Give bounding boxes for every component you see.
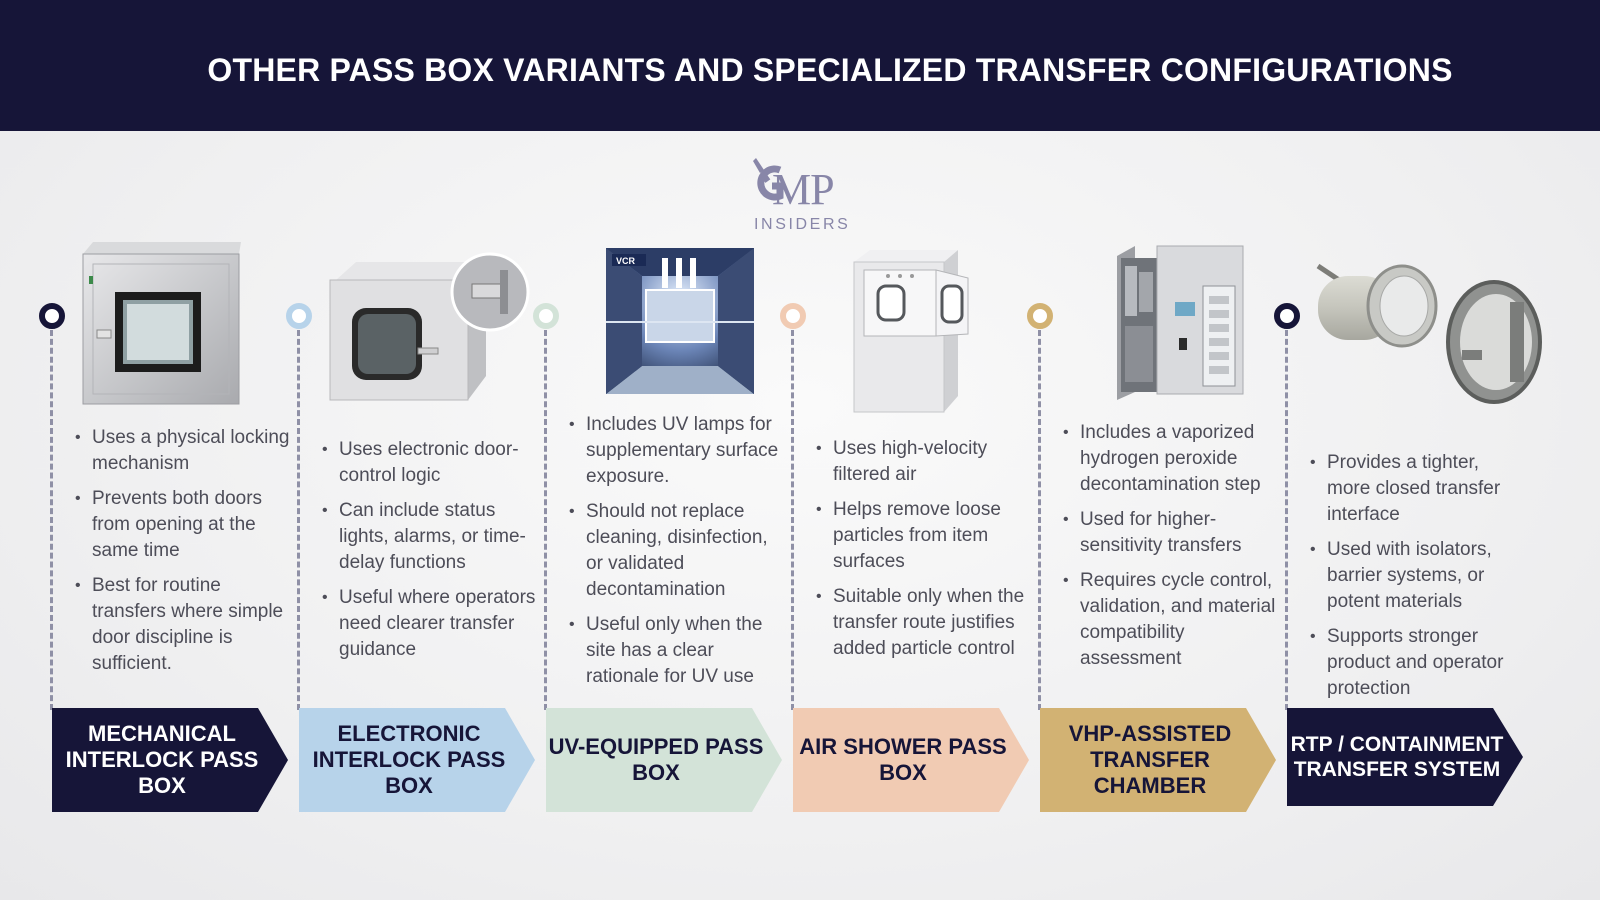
- vcr-badge-text: VCR: [616, 256, 636, 266]
- feature-item: Can include status lights, alarms, or ti…: [322, 498, 538, 576]
- feature-item: Helps remove loose particles from item s…: [816, 497, 1032, 575]
- air-shower-pass-box-illustration: [853, 250, 969, 413]
- page-title: OTHER PASS BOX VARIANTS AND SPECIALIZED …: [207, 52, 1453, 88]
- feature-item: Useful where operators need clearer tran…: [322, 585, 538, 663]
- chevron-arrow-shape: [546, 708, 782, 812]
- variant-column-rtp: Provides a tighter, more closed transfer…: [1272, 0, 1542, 900]
- variant-title: AIR SHOWER PASS BOX: [799, 734, 1007, 785]
- timeline-node: [1027, 303, 1053, 329]
- variant-banner: VHP-ASSISTED TRANSFER CHAMBER: [1040, 708, 1280, 812]
- timeline-node: [780, 303, 806, 329]
- chevron-arrow-shape: [793, 708, 1029, 812]
- timeline-node: [39, 303, 65, 329]
- feature-list: Includes UV lamps for supplementary surf…: [569, 412, 785, 699]
- variant-title: VHP-ASSISTED TRANSFER CHAMBER: [1068, 721, 1232, 798]
- variant-column-electronic: Uses electronic door-control logic Can i…: [284, 0, 535, 900]
- variant-column-uv: VCR Includes UV lamps for supplementary …: [531, 0, 782, 900]
- microscope-icon: [753, 158, 784, 201]
- gmp-insiders-logo: MP INSIDERS: [750, 156, 870, 236]
- feature-list: Includes a vaporized hydrogen peroxide d…: [1063, 420, 1279, 681]
- variant-banner: ELECTRONIC INTERLOCK PASS BOX: [299, 708, 539, 812]
- feature-item: Should not replace cleaning, disinfectio…: [569, 499, 785, 603]
- feature-item: Uses high-velocity filtered air: [816, 436, 1032, 488]
- variant-banner: RTP / CONTAINMENT TRANSFER SYSTEM: [1287, 708, 1527, 812]
- feature-list: Provides a tighter, more closed transfer…: [1310, 450, 1526, 711]
- chevron-arrow-shape: [1287, 708, 1523, 806]
- rtp-port-illustration: [1316, 263, 1542, 404]
- feature-item: Provides a tighter, more closed transfer…: [1310, 450, 1526, 528]
- timeline-connector: [791, 330, 794, 710]
- vhp-chamber-illustration: [1117, 245, 1244, 400]
- variant-banner: UV-EQUIPPED PASS BOX: [546, 708, 786, 812]
- variant-title: UV-EQUIPPED PASS BOX: [548, 734, 764, 785]
- logo-sub-text: INSIDERS: [754, 216, 851, 233]
- timeline-connector: [1285, 330, 1288, 710]
- feature-item: Useful only when the site has a clear ra…: [569, 612, 785, 690]
- feature-item: Uses a physical locking mechanism: [75, 425, 291, 477]
- variant-title: MECHANICAL INTERLOCK PASS BOX: [65, 721, 259, 798]
- chevron-arrow-shape: [299, 708, 535, 812]
- timeline-connector: [544, 330, 547, 710]
- variant-banner: AIR SHOWER PASS BOX: [793, 708, 1033, 812]
- feature-item: Used for higher-sensitivity transfers: [1063, 507, 1279, 559]
- chevron-arrow-shape: [1040, 708, 1276, 812]
- feature-item: Prevents both doors from opening at the …: [75, 486, 291, 564]
- variant-column-vhp: Includes a vaporized hydrogen peroxide d…: [1025, 0, 1276, 900]
- variant-title: ELECTRONIC INTERLOCK PASS BOX: [312, 721, 506, 798]
- timeline-connector: [1038, 330, 1041, 710]
- uv-pass-box-interior-photo: VCR: [606, 248, 754, 394]
- electronic-interlock-pass-box-illustration: [329, 252, 530, 401]
- timeline-connector: [50, 330, 53, 710]
- feature-list: Uses electronic door-control logic Can i…: [322, 437, 538, 672]
- variant-title: RTP / CONTAINMENT TRANSFER SYSTEM: [1290, 733, 1504, 781]
- feature-item: Uses electronic door-control logic: [322, 437, 538, 489]
- feature-item: Supports stronger product and operator p…: [1310, 624, 1526, 702]
- feature-list: Uses high-velocity filtered air Helps re…: [816, 436, 1032, 671]
- header-bar: OTHER PASS BOX VARIANTS AND SPECIALIZED …: [0, 0, 1600, 131]
- timeline-connector: [297, 330, 300, 710]
- timeline-node: [533, 303, 559, 329]
- feature-item: Includes a vaporized hydrogen peroxide d…: [1063, 420, 1279, 498]
- mechanical-interlock-pass-box-illustration: [82, 242, 241, 405]
- feature-item: Requires cycle control, validation, and …: [1063, 568, 1279, 672]
- feature-list: Uses a physical locking mechanism Preven…: [75, 425, 291, 686]
- variant-banner: MECHANICAL INTERLOCK PASS BOX: [52, 708, 292, 812]
- feature-item: Suitable only when the transfer route ju…: [816, 584, 1032, 662]
- timeline-node: [1274, 303, 1300, 329]
- chevron-arrow-shape: [52, 708, 288, 812]
- variant-column-air-shower: Uses high-velocity filtered air Helps re…: [778, 0, 1029, 900]
- timeline-node: [286, 303, 312, 329]
- variant-column-mechanical: Uses a physical locking mechanism Preven…: [37, 0, 289, 900]
- feature-item: Best for routine transfers where simple …: [75, 573, 291, 677]
- feature-item: Used with isolators, barrier systems, or…: [1310, 537, 1526, 615]
- feature-item: Includes UV lamps for supplementary surf…: [569, 412, 785, 490]
- logo-main-text: MP: [772, 165, 835, 214]
